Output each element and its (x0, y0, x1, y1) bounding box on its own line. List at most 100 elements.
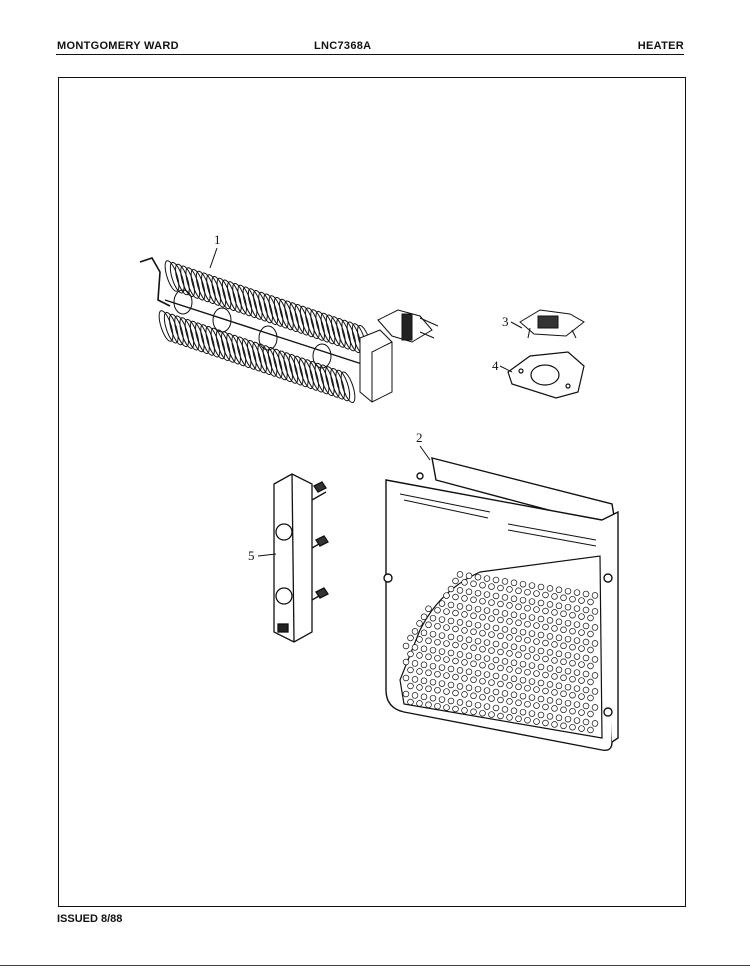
perforation-hole (443, 624, 450, 631)
perforation-hole (564, 635, 572, 643)
perforation-hole (479, 693, 486, 701)
perforation-hole (506, 602, 513, 609)
perforation-hole (434, 702, 441, 710)
perforation-hole (555, 682, 563, 690)
perforation-hole (564, 587, 572, 595)
perforation-hole (465, 652, 473, 660)
coil-loop (242, 286, 258, 319)
coil-loop (293, 355, 309, 388)
perforation-hole (564, 715, 572, 723)
perforation-hole (452, 705, 459, 713)
heater-housing (383, 457, 619, 752)
perforation-hole (407, 682, 414, 690)
perforation-hole (591, 720, 599, 727)
coil-loop (258, 291, 273, 324)
perforation-hole (506, 714, 513, 721)
coil-loop (267, 346, 283, 379)
perforation-hole (479, 645, 486, 653)
perforation-hole (456, 619, 464, 626)
perforation-hole (519, 628, 527, 636)
perforation-hole (497, 648, 504, 656)
coil-loop (330, 367, 345, 400)
coil-loop (211, 275, 227, 308)
perforation-hole (546, 681, 554, 688)
perforation-hole (569, 611, 576, 619)
perforation-hole (573, 621, 581, 628)
coil-loop (263, 293, 279, 326)
perforation-hole (524, 716, 531, 724)
perforation-hole (488, 711, 495, 718)
perforation-hole (501, 578, 509, 585)
coil-loop (179, 317, 195, 349)
perforation-hole (497, 712, 504, 720)
perforation-hole (483, 623, 491, 630)
issued-date: ISSUED 8/88 (57, 913, 123, 925)
perforation-hole (551, 657, 558, 664)
perforation-hole (447, 585, 455, 593)
perforation-hole (456, 699, 464, 706)
perforation-hole (425, 653, 432, 661)
perforation-hole (524, 588, 531, 596)
coil-loop (163, 311, 179, 344)
perforation-hole (488, 663, 495, 670)
perforation-hole (533, 654, 540, 661)
perforation-hole (429, 646, 437, 654)
coil-loop (189, 320, 205, 353)
perforation-hole (519, 580, 527, 588)
perforation-hole (533, 622, 540, 629)
header-model-number: LNC7368A (314, 40, 372, 52)
coil-loop (200, 324, 215, 356)
perforation-hole (555, 650, 563, 658)
perforation-hole (483, 607, 491, 614)
coil-loop (284, 300, 299, 333)
perforation-hole (488, 631, 495, 638)
perforation-hole (542, 719, 549, 727)
perforation-hole (465, 572, 473, 580)
coil-loop (268, 295, 284, 327)
coil-loop (227, 281, 242, 313)
perforation-hole (479, 581, 486, 589)
perforation-hole (560, 610, 567, 618)
perforation-hole (564, 667, 572, 675)
perforation-hole (470, 628, 477, 636)
perforation-hole (479, 661, 486, 669)
perforation-hole (461, 659, 468, 666)
perforation-hole (519, 692, 527, 700)
perforation-hole (420, 661, 428, 669)
perforation-hole (416, 684, 423, 691)
perforation-hole (470, 692, 477, 700)
perforation-hole (510, 691, 518, 699)
perforation-hole (429, 614, 437, 622)
coil-loop (195, 270, 211, 303)
thermostat (519, 309, 585, 339)
coil-loop (174, 315, 189, 348)
header-section-title: HEATER (637, 40, 684, 52)
perforation-hole (510, 707, 518, 715)
perforation-hole (479, 613, 486, 621)
perforation-hole (546, 665, 554, 672)
perforation-hole (456, 603, 464, 610)
perforation-hole (519, 596, 527, 604)
perforation-hole (497, 696, 504, 704)
perforation-hole (524, 652, 531, 660)
perforation-hole (528, 710, 536, 717)
perforation-hole (492, 688, 500, 696)
perforation-hole (483, 687, 491, 694)
perforation-hole (587, 662, 594, 670)
perforation-hole (434, 606, 441, 614)
perforation-hole (402, 642, 410, 650)
perforation-hole (425, 621, 432, 629)
perforation-hole (501, 690, 509, 697)
perforation-hole (501, 626, 509, 633)
perforation-hole (560, 642, 567, 650)
perforation-hole (474, 621, 482, 629)
coil-loop (169, 261, 185, 294)
perforation-hole (587, 694, 594, 702)
perforation-hole (465, 588, 473, 596)
perforation-hole (528, 582, 536, 589)
perforation-hole (474, 605, 482, 613)
perforation-hole (474, 637, 482, 645)
perforation-hole (573, 717, 581, 724)
perforation-hole (492, 624, 500, 632)
perforation-hole (416, 620, 423, 627)
